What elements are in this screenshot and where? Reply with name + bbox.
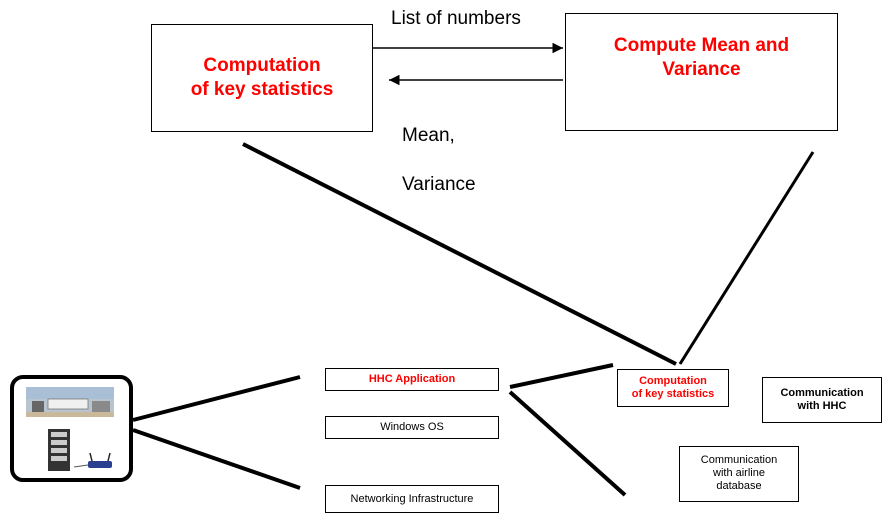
communication-hhc-box: Communication with HHC (762, 377, 882, 423)
communication-airline-line3: database (716, 480, 762, 493)
list-of-numbers-label: List of numbers (391, 8, 521, 29)
compute-mean-variance-line2: Variance (662, 58, 741, 80)
handheld-computer-device (10, 375, 133, 482)
communication-hhc-line1: Communication (780, 386, 864, 399)
zoom-line-right (678, 151, 815, 365)
windows-os-box: Windows OS (325, 416, 499, 439)
communication-airline-line1: Communication (700, 454, 778, 466)
windows-os-label: Windows OS (380, 420, 444, 433)
compute-mean-variance-line1: Compute Mean and (613, 35, 790, 56)
compute-mean-variance-box: Compute Mean and Variance (565, 13, 838, 131)
zoom-line-left (242, 142, 677, 366)
variance-label: Variance (402, 174, 476, 196)
computation-box-small-line1: Computation (639, 374, 707, 387)
computation-box-large-line2: of key statistics (190, 79, 334, 100)
mean-variance-label: Mean, Variance (402, 99, 476, 222)
computation-box-large: Computation of key statistics (151, 24, 373, 132)
computation-box-small-line2: of key statistics (631, 388, 715, 400)
computation-box-small: Computation of key statistics (617, 369, 729, 407)
connector-lines (132, 42, 815, 497)
networking-infrastructure-label: Networking Infrastructure (350, 493, 474, 505)
wireless-router-icon (73, 452, 112, 468)
communication-airline-box: Communication with airline database (679, 446, 799, 502)
device-line-upper (132, 375, 301, 422)
communication-airline-line2: with airline (713, 467, 765, 480)
airport-terminal-icon (26, 387, 114, 471)
networking-infrastructure-box: Networking Infrastructure (325, 485, 499, 513)
hhc-application-label: HHC Application (368, 372, 456, 385)
server-rack-icon (48, 429, 70, 471)
hhc-application-box: HHC Application (325, 368, 499, 391)
app-line-upper (509, 363, 614, 389)
mean-label: Mean, (402, 124, 455, 146)
communication-hhc-line2: with HHC (797, 400, 847, 412)
device-line-lower (132, 428, 301, 490)
app-line-lower (508, 390, 627, 497)
computation-box-large-line1: Computation (203, 55, 321, 77)
